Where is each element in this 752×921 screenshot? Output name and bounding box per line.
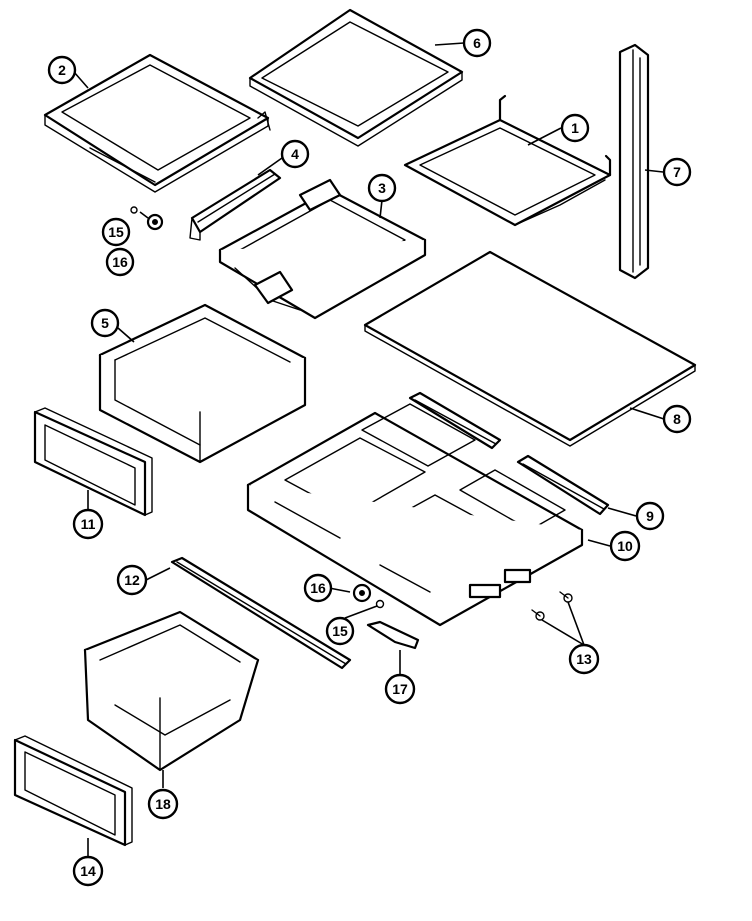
part-6-shelf xyxy=(248,8,464,147)
callout-13: 13 xyxy=(568,643,600,675)
callout-9-label: 9 xyxy=(646,508,654,524)
callout-14: 14 xyxy=(72,855,104,887)
callout-4: 4 xyxy=(280,139,310,169)
callout-15-lower: 15 xyxy=(325,616,355,646)
callout-6: 6 xyxy=(462,28,492,58)
part-4-rail xyxy=(189,168,282,241)
callout-13-label: 13 xyxy=(576,651,592,667)
callout-16-upper: 16 xyxy=(105,247,135,277)
part-5-crisper-drawer xyxy=(98,303,307,464)
callout-5-label: 5 xyxy=(101,315,109,331)
part-16-cam-upper xyxy=(146,213,164,231)
callout-18-label: 18 xyxy=(155,796,171,812)
callout-10: 10 xyxy=(609,530,641,562)
callout-2: 2 xyxy=(47,55,77,85)
callout-6-label: 6 xyxy=(473,35,481,51)
part-13-screws xyxy=(531,591,573,621)
part-1-shelf xyxy=(403,94,612,227)
part-15-screw-lower xyxy=(375,599,385,609)
part-9-rail-left xyxy=(408,391,502,450)
callout-12-label: 12 xyxy=(124,572,140,588)
callout-1-label: 1 xyxy=(571,120,579,136)
part-2-shelf xyxy=(43,53,271,193)
callout-14-label: 14 xyxy=(80,863,96,879)
callout-7-label: 7 xyxy=(673,164,681,180)
callout-15-lower-label: 15 xyxy=(332,623,348,639)
callout-8-upper: 8 xyxy=(662,404,692,434)
callout-3-label: 3 xyxy=(378,180,386,196)
callout-15-upper-label: 15 xyxy=(108,224,124,240)
part-9-rail-right xyxy=(516,454,610,516)
part-17-lever xyxy=(366,620,420,650)
callout-8-upper-label: 8 xyxy=(673,411,681,427)
part-7-rail xyxy=(618,43,650,280)
callout-5: 5 xyxy=(90,308,120,338)
callout-17-label: 17 xyxy=(392,681,408,697)
part-12-rail xyxy=(170,556,352,670)
callout-2-label: 2 xyxy=(58,62,66,78)
callout-12: 12 xyxy=(116,564,148,596)
callout-16-lower-label: 16 xyxy=(310,580,326,596)
callout-18: 18 xyxy=(147,788,179,820)
callout-16-upper-label: 16 xyxy=(112,254,128,270)
part-18-bin xyxy=(83,610,260,772)
callout-9: 9 xyxy=(635,501,665,531)
part-3-drawer-frame xyxy=(218,178,427,320)
callout-10-label: 10 xyxy=(617,538,633,554)
callout-7: 7 xyxy=(662,157,692,187)
leader-lines xyxy=(73,42,665,856)
callout-3: 3 xyxy=(367,173,397,203)
callout-11: 11 xyxy=(72,508,104,540)
part-15-screw-upper xyxy=(130,206,138,214)
callout-11-label: 11 xyxy=(81,516,96,532)
part-8-glass-panel xyxy=(363,250,697,447)
part-10-crisper-frame xyxy=(246,403,584,627)
part-16-cam-lower xyxy=(352,583,372,603)
part-11-drawer-cover xyxy=(33,407,153,517)
callout-17: 17 xyxy=(384,673,416,705)
part-14-drawer-cover xyxy=(13,735,133,847)
callout-1: 1 xyxy=(560,113,590,143)
callout-15-upper: 15 xyxy=(101,217,131,247)
callout-16-lower: 16 xyxy=(303,573,333,603)
callout-4-label: 4 xyxy=(291,146,299,162)
